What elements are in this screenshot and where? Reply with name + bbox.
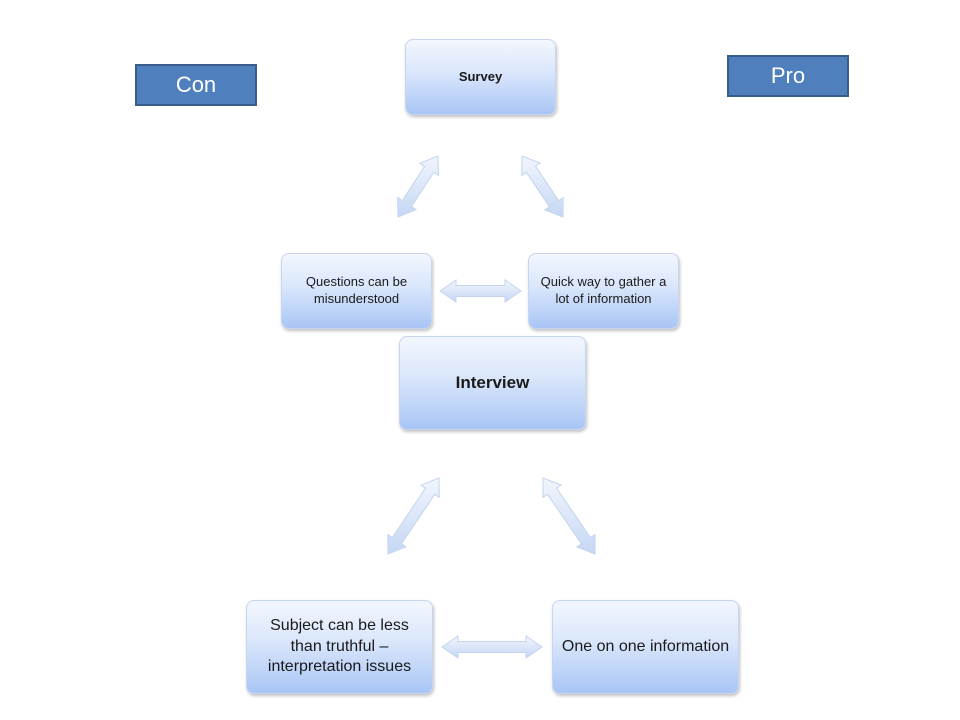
interview-link-arrow	[441, 635, 543, 659]
survey-link-arrow	[439, 279, 522, 303]
con-label: Con	[135, 64, 257, 106]
interview-con-node: Subject can be less than truthful – inte…	[246, 600, 433, 694]
interview-node: Interview	[399, 336, 586, 430]
survey-node: Survey	[405, 39, 556, 115]
interview-pro-arrow	[542, 477, 596, 555]
survey-pro-arrow	[521, 155, 564, 218]
interview-pro-node: One on one information	[552, 600, 739, 694]
survey-con-node: Questions can be misunderstood	[281, 253, 432, 329]
survey-pro-node: Quick way to gather a lot of information	[528, 253, 679, 329]
pro-label: Pro	[727, 55, 849, 97]
interview-con-arrow	[387, 477, 440, 555]
survey-con-arrow	[397, 155, 439, 218]
